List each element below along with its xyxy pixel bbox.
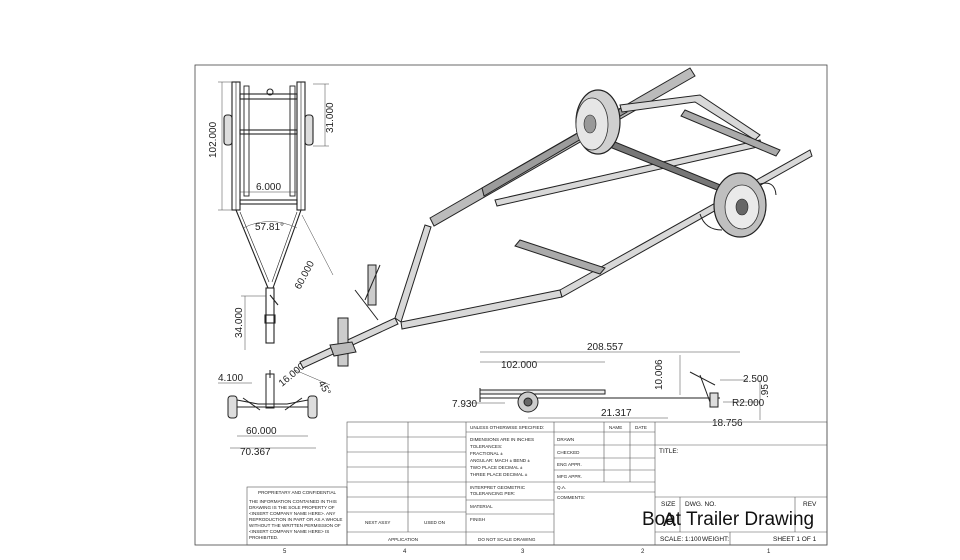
application-label: APPLICATION <box>388 537 418 542</box>
used-on-label: USED ON <box>424 520 445 525</box>
dim-side-radius: R2.000 <box>732 398 765 409</box>
zone-label-2: 2 <box>641 549 645 555</box>
tolerance-header: UNLESS OTHERWISE SPECIFIED: <box>470 425 544 430</box>
isometric-wheel-left <box>575 89 621 155</box>
dim-top-inner-width: 6.000 <box>256 182 281 193</box>
material-label: MATERIAL <box>470 504 493 509</box>
proprietary-line-5: WITHOUT THE WRITTEN PERMISSION OF <box>249 523 341 528</box>
size-letter: A <box>663 510 676 531</box>
proprietary-heading: PROPRIETARY AND CONFIDENTIAL <box>258 490 337 495</box>
zone-label-4: 4 <box>403 549 407 555</box>
signoff-drawn: DRAWN <box>557 437 574 442</box>
dim-side-overall-length: 208.557 <box>587 342 624 353</box>
drawing-title: Boat Trailer Drawing <box>642 509 814 530</box>
signoff-qa: Q.A. <box>557 485 566 490</box>
dim-top-right-offset: 31.000 <box>325 102 336 133</box>
sheet-label: SHEET 1 OF 1 <box>773 536 817 543</box>
tolerance-line-5: TWO PLACE DECIMAL ± <box>470 465 523 470</box>
proprietary-line-6: <INSERT COMPANY NAME HERE> IS <box>249 529 329 534</box>
dim-top-tongue-length: 60.000 <box>293 259 317 292</box>
front-view-dimensions <box>218 369 331 449</box>
dim-front-axle-width: 60.000 <box>246 426 277 437</box>
side-view-dimensions <box>470 351 761 420</box>
dim-side-ground: 7.930 <box>452 399 477 410</box>
signoff-eng-appr: ENG APPR. <box>557 462 582 467</box>
tolerance-line-6: THREE PLACE DECIMAL ± <box>470 472 528 477</box>
dim-side-front-length: 102.000 <box>501 360 538 371</box>
tolerance-line-4: ANGULAR: MACH ± BEND ± <box>470 458 530 463</box>
zone-label-1: 1 <box>767 549 771 555</box>
tolerance-line-1: DIMENSIONS ARE IN INCHES <box>470 437 534 442</box>
title-label: TITLE: <box>659 448 679 455</box>
signoff-comments: COMMENTS: <box>557 495 585 500</box>
dim-side-rear-horiz: 18.756 <box>712 418 743 429</box>
rev-label: REV <box>803 501 817 508</box>
front-view <box>227 370 318 419</box>
dim-top-hitch-length: 34.000 <box>234 307 245 338</box>
proprietary-line-2: DRAWING IS THE SOLE PROPERTY OF <box>249 505 335 510</box>
interpret-line-1: INTERPRET GEOMETRIC <box>470 485 526 490</box>
proprietary-line-1: THE INFORMATION CONTAINED IN THIS <box>249 499 337 504</box>
top-view <box>223 81 314 344</box>
dim-side-wheel-pos: 21.317 <box>601 408 632 419</box>
proprietary-line-3: <INSERT COMPANY NAME HERE>. ANY <box>249 511 335 516</box>
next-assy-label: NEXT ASSY <box>365 520 390 525</box>
dim-side-radius-small: 2.500 <box>743 374 768 385</box>
dim-front-angle: 45° <box>315 379 332 398</box>
signoff-checked: CHECKED <box>557 450 580 455</box>
dim-top-tongue-angle: 57.81° <box>255 222 284 233</box>
size-label: SIZE <box>661 501 676 508</box>
tolerance-line-2: TOLERANCES: <box>470 444 502 449</box>
tolerance-line-3: FRACTIONAL ± <box>470 451 503 456</box>
top-view-dimensions <box>218 81 334 350</box>
finish-label: FINISH <box>470 517 485 522</box>
dim-top-length: 102.000 <box>208 121 219 158</box>
weight-label: WEIGHT: <box>702 536 729 543</box>
signoff-name-col: NAME <box>609 425 622 430</box>
signoff-date-col: DATE <box>635 425 647 430</box>
dwg-no-label: DWG. NO. <box>685 501 716 508</box>
proprietary-line-4: REPRODUCTION IN PART OR AS A WHOLE <box>249 517 342 522</box>
proprietary-line-7: PROHIBITED. <box>249 535 278 540</box>
signoff-mfg-appr: MFG APPR. <box>557 474 582 479</box>
dim-front-left-offset: 4.100 <box>218 373 243 384</box>
dim-side-rear-vert: .95 <box>760 384 771 398</box>
side-view <box>479 371 720 413</box>
title-block-grid <box>246 421 828 546</box>
scale-label: SCALE: 1:100 <box>660 536 702 543</box>
dim-front-overall-width: 70.367 <box>240 447 271 458</box>
dim-side-height: 10.006 <box>654 359 665 390</box>
interpret-line-2: TOLERANCING PER: <box>470 491 515 496</box>
zone-label-5: 5 <box>283 549 287 555</box>
zone-label-3: 3 <box>521 549 525 555</box>
do-not-scale-label: DO NOT SCALE DRAWING <box>478 537 536 542</box>
isometric-wheel-right <box>699 172 777 238</box>
